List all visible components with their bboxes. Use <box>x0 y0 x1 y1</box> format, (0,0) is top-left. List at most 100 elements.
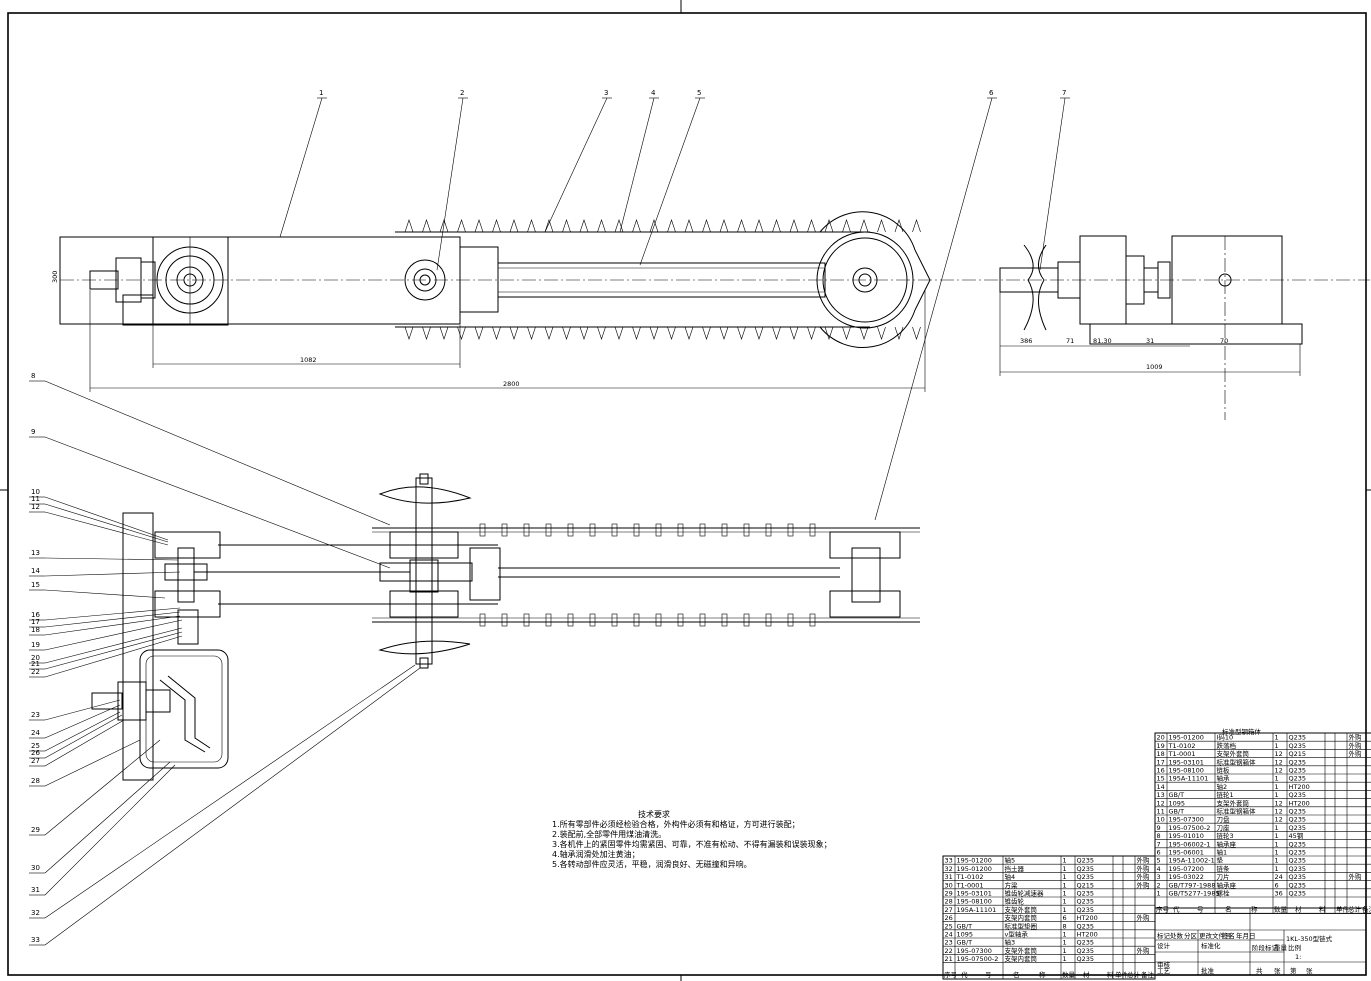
bom-cell: Q235 <box>1077 947 1095 955</box>
callout-number: 29 <box>31 826 40 834</box>
bom-cell: Q235 <box>1289 742 1307 750</box>
callout-number: 13 <box>31 549 40 557</box>
bom-cell: Q235 <box>1289 808 1307 816</box>
bom-column-header: 材 <box>1083 970 1090 979</box>
bom-cell: Q235 <box>1289 767 1307 775</box>
bom-column-header: 代 <box>1173 904 1180 913</box>
chain-link <box>545 523 552 537</box>
bom-cell: 14 <box>1157 783 1165 791</box>
cutter-tooth <box>474 219 484 233</box>
bom-cell: 195-07300 <box>957 947 992 955</box>
bom-column-header: 名 <box>1225 904 1232 913</box>
cutter-tooth <box>614 326 624 340</box>
cutter-tooth <box>492 326 501 340</box>
bom-cell: Q235 <box>1289 840 1307 848</box>
bom-column-header: 名 <box>1013 970 1020 979</box>
chain-link <box>611 523 618 537</box>
tb-zone: 分区 <box>1184 931 1198 940</box>
cutter-tooth <box>702 326 711 340</box>
callout-number: 1 <box>319 89 323 97</box>
cutter-tooth <box>772 326 781 340</box>
cutter-tooth <box>824 326 834 340</box>
bom-column-header: 数量 <box>1062 970 1076 979</box>
cutter-tooth <box>632 219 641 233</box>
chain-link <box>809 613 816 627</box>
bom-cell: 挡土器 <box>1005 864 1025 873</box>
callout-number: 8 <box>31 372 35 380</box>
callout-number: 21 <box>31 660 40 668</box>
bom-cell: Q235 <box>1289 890 1307 898</box>
callout-number: 12 <box>31 503 40 511</box>
leader-line <box>44 436 391 569</box>
bom-cell: 195-03101 <box>957 890 992 898</box>
bom-column-header: 称 <box>1039 970 1046 979</box>
bom-cell: 轴承座 <box>1217 880 1237 889</box>
callout-number: 15 <box>31 581 40 589</box>
chain-link <box>567 523 574 537</box>
tb-count: 处数 <box>1170 931 1184 940</box>
bom-cell: Q235 <box>1077 865 1095 873</box>
dim-side-b: 71 <box>1066 337 1074 345</box>
bom-cell: 12 <box>1275 767 1283 775</box>
cutter-tooth <box>527 219 536 233</box>
bom-cell: Q235 <box>1077 939 1095 947</box>
drawing-title: 1KL-350型链式 <box>1286 934 1333 943</box>
cutter-tooth <box>422 219 431 233</box>
chain-link <box>765 613 772 627</box>
bom-cell: GB/T5277-1985 <box>1169 890 1220 898</box>
leader-line <box>639 97 701 266</box>
callout-number: 16 <box>31 611 40 619</box>
dim-top-overall: 2800 <box>503 380 520 388</box>
chain-link <box>523 613 530 627</box>
callout-number: 10 <box>31 488 40 496</box>
cutter-tooth <box>667 219 676 233</box>
leader-line <box>44 699 121 721</box>
leader-line <box>44 664 416 919</box>
callout-number: 30 <box>31 864 40 872</box>
tb-weight: 重量 <box>1274 944 1288 952</box>
bom-cell: 锥齿轮 <box>1005 897 1025 906</box>
cutter-tooth <box>439 219 449 233</box>
chain-link <box>765 523 772 537</box>
bom-cell: 23 <box>945 939 953 947</box>
chain-link <box>677 523 684 537</box>
cutter-tooth <box>597 326 606 340</box>
bom-cell: 1 <box>1063 873 1067 881</box>
bom-cell: 31 <box>945 873 953 881</box>
leader-line <box>874 97 993 521</box>
bom-column-header: 序号 <box>944 970 958 979</box>
bom-column-header: 料 <box>1319 904 1326 913</box>
bom-cell: 1 <box>1063 955 1067 963</box>
leader-line <box>44 631 183 670</box>
bom-cell: 链轮3 <box>1217 831 1234 840</box>
bom-cell: 2 <box>1157 881 1161 889</box>
bom-cell: Q235 <box>1077 922 1095 930</box>
bom-cell: 轴承座 <box>1217 839 1237 848</box>
leader-line <box>44 627 183 664</box>
cutter-tooth <box>422 326 431 340</box>
chain-link <box>589 523 596 537</box>
callout-number: 14 <box>31 567 40 575</box>
chain-link <box>809 523 816 537</box>
bom-cell: 6 <box>1157 849 1161 857</box>
bom-cell: 1 <box>1275 734 1279 742</box>
bom-cell: 外购 <box>1137 864 1151 873</box>
bom-cell: 链条 <box>1217 864 1231 873</box>
callout-number: 31 <box>31 886 40 894</box>
bom-cell: Q235 <box>1289 816 1307 824</box>
bom-cell: 195-06001 <box>1169 849 1204 857</box>
cutter-tooth <box>404 326 414 340</box>
bom-cell: Q215 <box>1289 750 1307 758</box>
bom-cell: 12 <box>1275 816 1283 824</box>
bom-cell: 20 <box>1157 734 1165 742</box>
bom-cell: 10 <box>1157 816 1165 824</box>
bom-cell: 链板 <box>1217 766 1231 775</box>
bom-cell: 1 <box>1275 783 1279 791</box>
leader-line <box>44 711 121 752</box>
bom-cell: 12 <box>1275 758 1283 766</box>
bom-cell: 8 <box>1157 832 1161 840</box>
bom-cell: Q235 <box>1289 849 1307 857</box>
bom-cell: 8 <box>1063 922 1067 930</box>
leader-line <box>44 511 169 546</box>
